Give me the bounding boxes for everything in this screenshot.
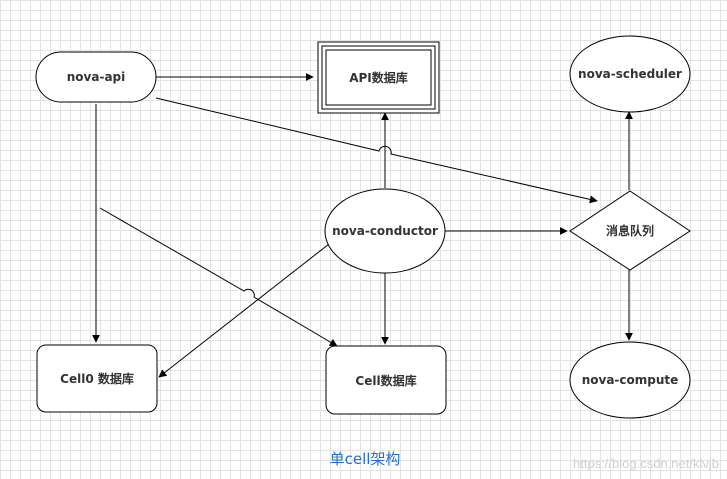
- watermark: https://blog.csdn.net/klvjb: [573, 456, 719, 471]
- nova-scheduler-node: [569, 35, 691, 113]
- diagram-caption: 单cell架构: [329, 450, 401, 468]
- nova-compute-node: [569, 341, 691, 419]
- edge-conductor-to-cell0: [158, 243, 330, 378]
- nova-conductor-node: [324, 188, 446, 274]
- api-db-node: [317, 41, 440, 114]
- edge-api-to-celldb: [99, 207, 338, 347]
- edge-api-to-queue: [155, 97, 598, 204]
- cell-db-node: [325, 345, 447, 415]
- cell0-db-node: [36, 344, 158, 413]
- message-queue-node: [569, 190, 691, 271]
- nova-api-node: [35, 51, 157, 103]
